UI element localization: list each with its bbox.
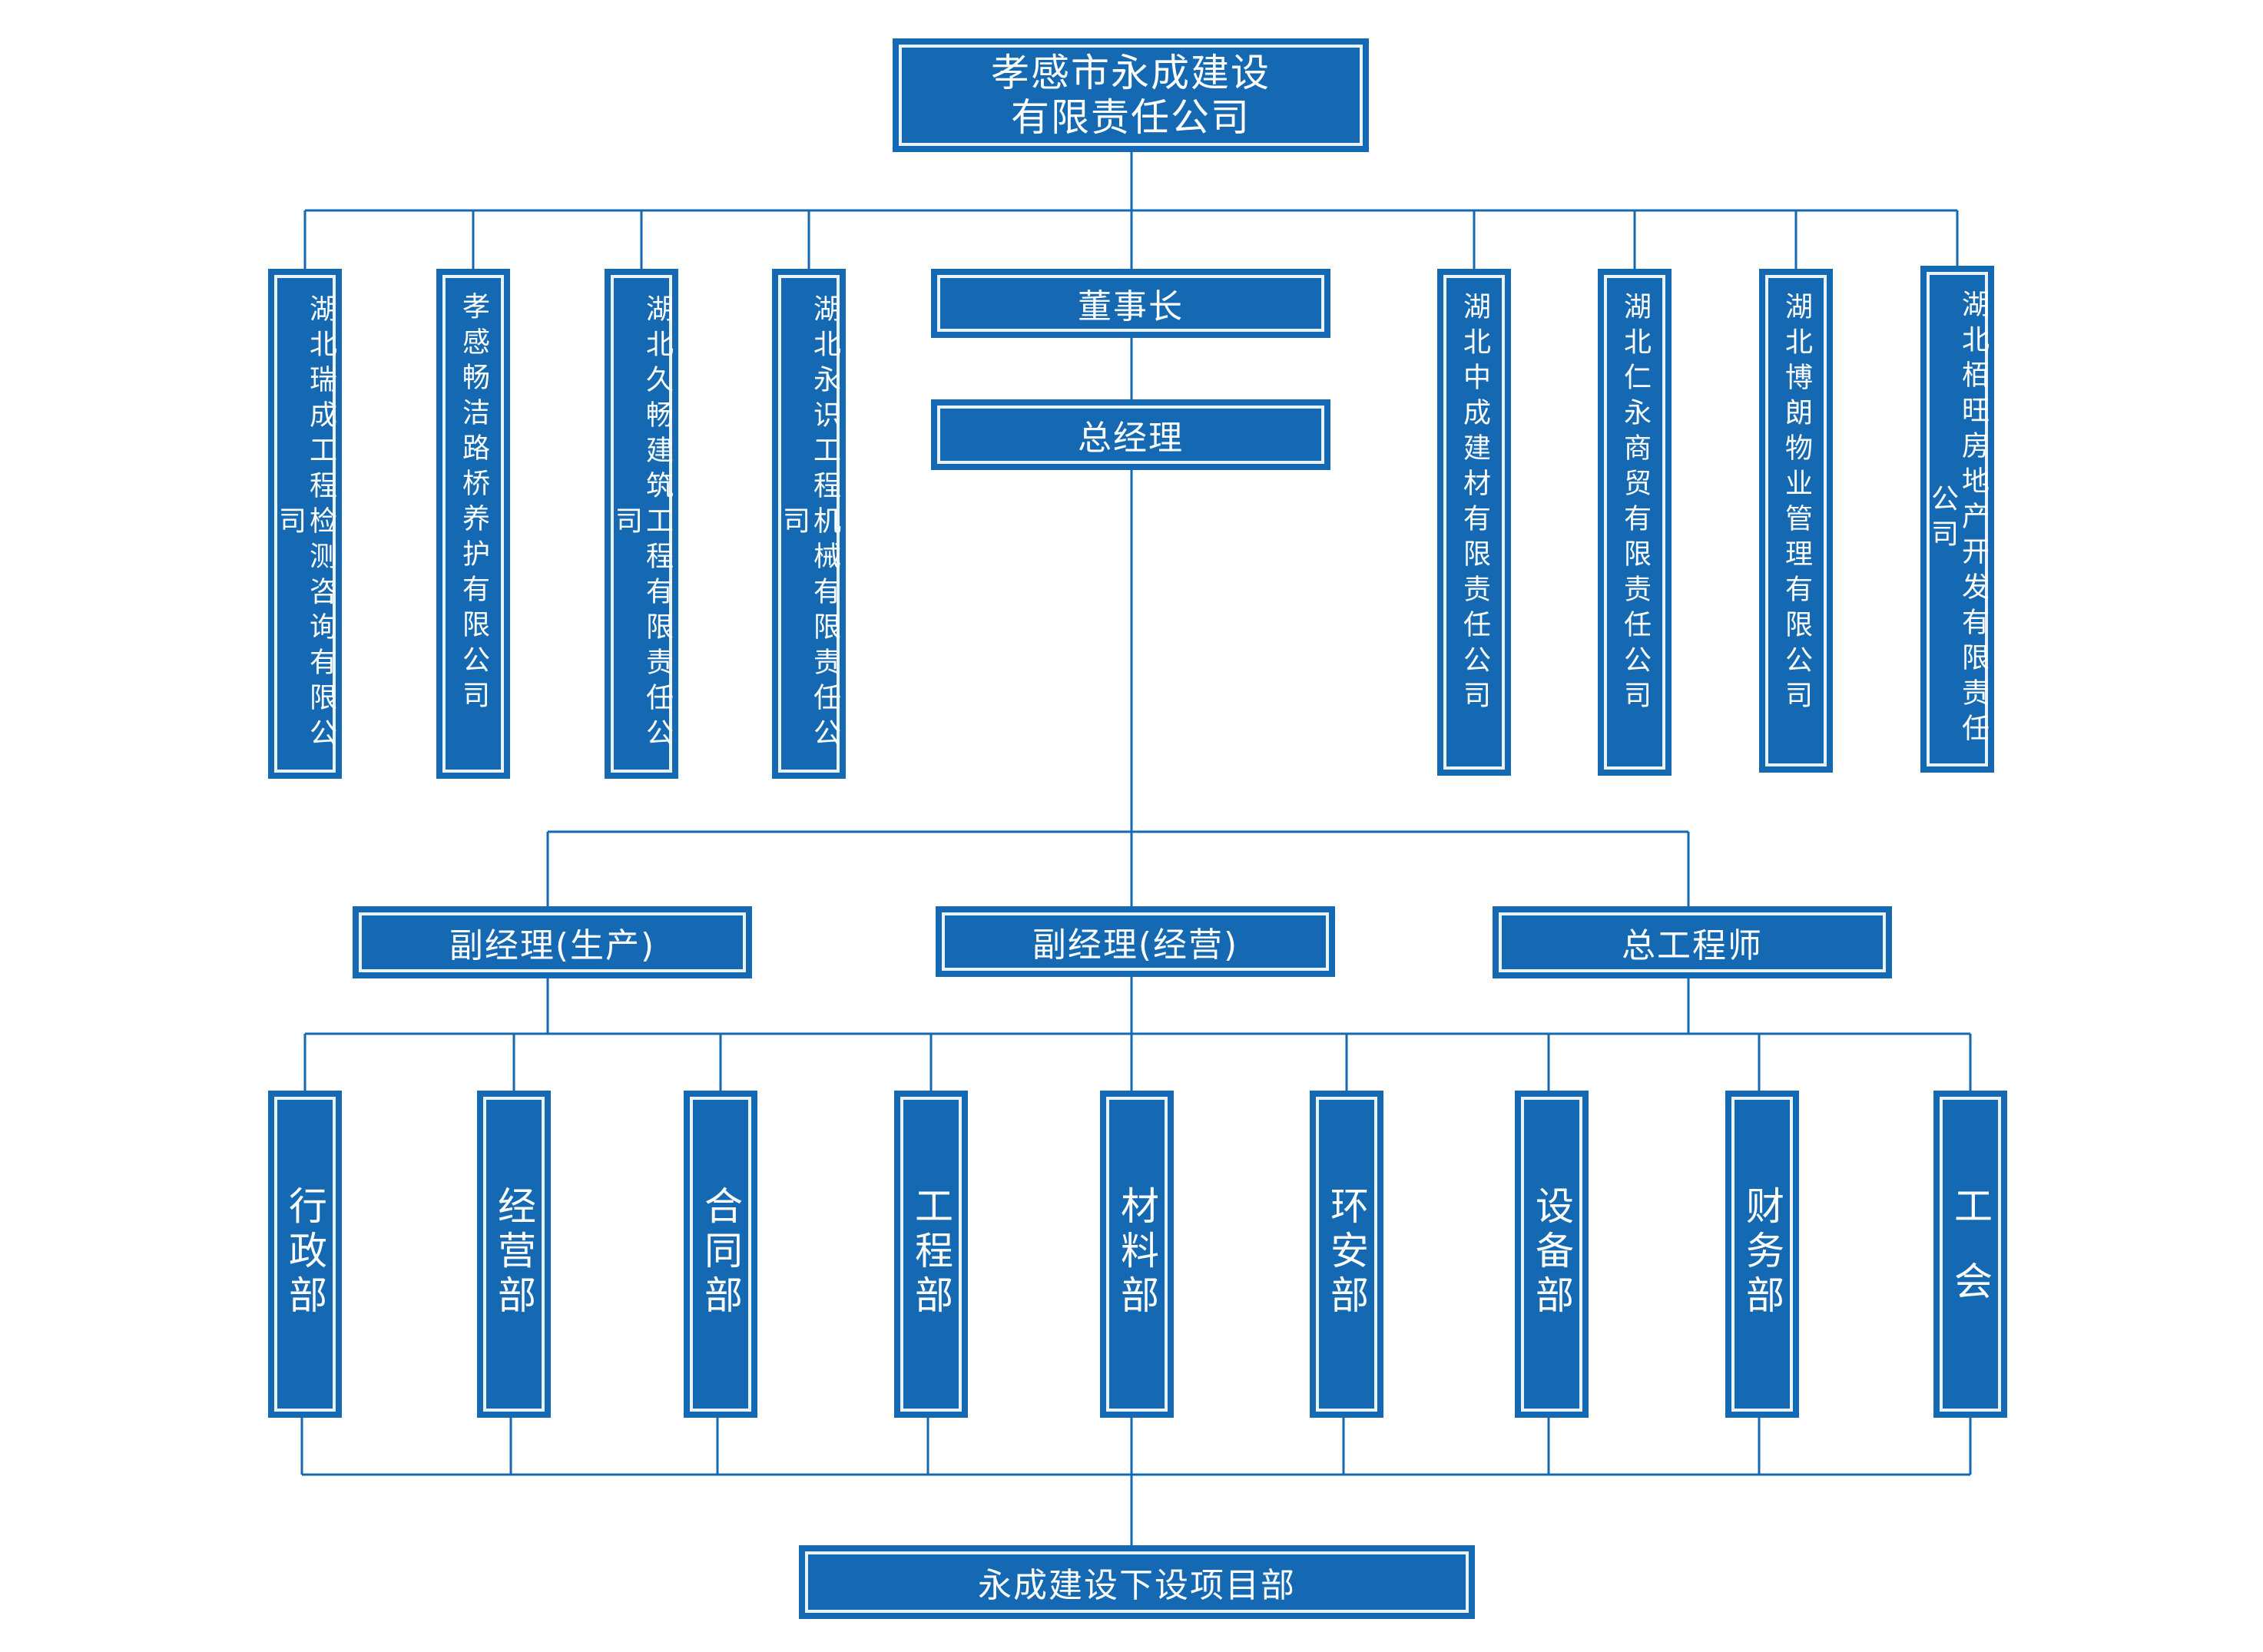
department-name: 环安部	[1324, 1186, 1369, 1319]
department-box: 经营部	[477, 1091, 551, 1418]
subsidiary-box: 湖北久畅建筑工程有限责任公司	[605, 269, 678, 779]
subsidiary-box: 湖北瑞成工程检测咨询有限公司	[268, 269, 342, 779]
department-box: 材料部	[1100, 1091, 1174, 1418]
top-company-box: 孝感市永成建设 有限责任公司	[893, 38, 1369, 152]
subsidiary-box: 湖北博朗物业管理有限公司	[1759, 269, 1833, 773]
department-box: 工会	[1933, 1091, 2007, 1418]
deputy-label: 副经理(生产)	[449, 926, 656, 965]
department-name: 经营部	[492, 1186, 536, 1319]
deputy-box: 副经理(经营)	[936, 906, 1335, 977]
project-department-box: 永成建设下设项目部	[799, 1545, 1475, 1619]
department-box: 合同部	[684, 1091, 757, 1418]
subsidiary-box: 湖北栢旺房地产开发有限责任公司	[1920, 266, 1994, 773]
subsidiary-name: 湖北仁永商贸有限责任公司	[1619, 292, 1651, 716]
deputy-label: 总工程师	[1622, 926, 1763, 965]
subsidiary-name: 湖北久畅建筑工程有限责任公司	[611, 294, 673, 753]
general-manager-label: 总经理	[1078, 419, 1184, 458]
subsidiary-box: 湖北中成建材有限责任公司	[1437, 269, 1511, 776]
subsidiary-box: 孝感畅洁路桥养护有限公司	[436, 269, 510, 779]
department-box: 行政部	[268, 1091, 342, 1418]
top-company-name-line1: 孝感市永成建设	[991, 51, 1271, 95]
department-name: 设备部	[1529, 1186, 1574, 1319]
department-box: 设备部	[1515, 1091, 1589, 1418]
top-company-name-line2: 有限责任公司	[1011, 95, 1251, 140]
department-name: 工程部	[909, 1186, 953, 1319]
subsidiary-box: 湖北永识工程机械有限责任公司	[772, 269, 846, 779]
deputy-label: 副经理(经营)	[1032, 925, 1239, 965]
subsidiary-name: 湖北栢旺房地产开发有限责任公司	[1927, 290, 1989, 749]
department-name: 材料部	[1115, 1186, 1159, 1319]
project-department-label: 永成建设下设项目部	[978, 1566, 1296, 1605]
subsidiary-name: 孝感畅洁路桥养护有限公司	[458, 292, 489, 716]
subsidiary-box: 湖北仁永商贸有限责任公司	[1598, 269, 1672, 776]
general-manager-box: 总经理	[931, 399, 1330, 470]
department-name: 合同部	[698, 1186, 743, 1319]
department-box: 环安部	[1310, 1091, 1383, 1418]
chairman-box: 董事长	[931, 269, 1330, 338]
department-name: 财务部	[1740, 1186, 1784, 1319]
subsidiary-name: 湖北永识工程机械有限责任公司	[778, 294, 840, 753]
subsidiary-name: 湖北中成建材有限责任公司	[1459, 292, 1490, 716]
department-name: 工会	[1948, 1186, 1993, 1336]
department-name: 行政部	[283, 1186, 327, 1319]
department-box: 工程部	[894, 1091, 968, 1418]
deputy-box: 副经理(生产)	[353, 906, 752, 978]
department-box: 财务部	[1725, 1091, 1799, 1418]
subsidiary-name: 湖北博朗物业管理有限公司	[1781, 292, 1812, 716]
deputy-box: 总工程师	[1493, 906, 1892, 978]
chairman-label: 董事长	[1078, 287, 1184, 326]
subsidiary-name: 湖北瑞成工程检测咨询有限公司	[274, 294, 336, 753]
